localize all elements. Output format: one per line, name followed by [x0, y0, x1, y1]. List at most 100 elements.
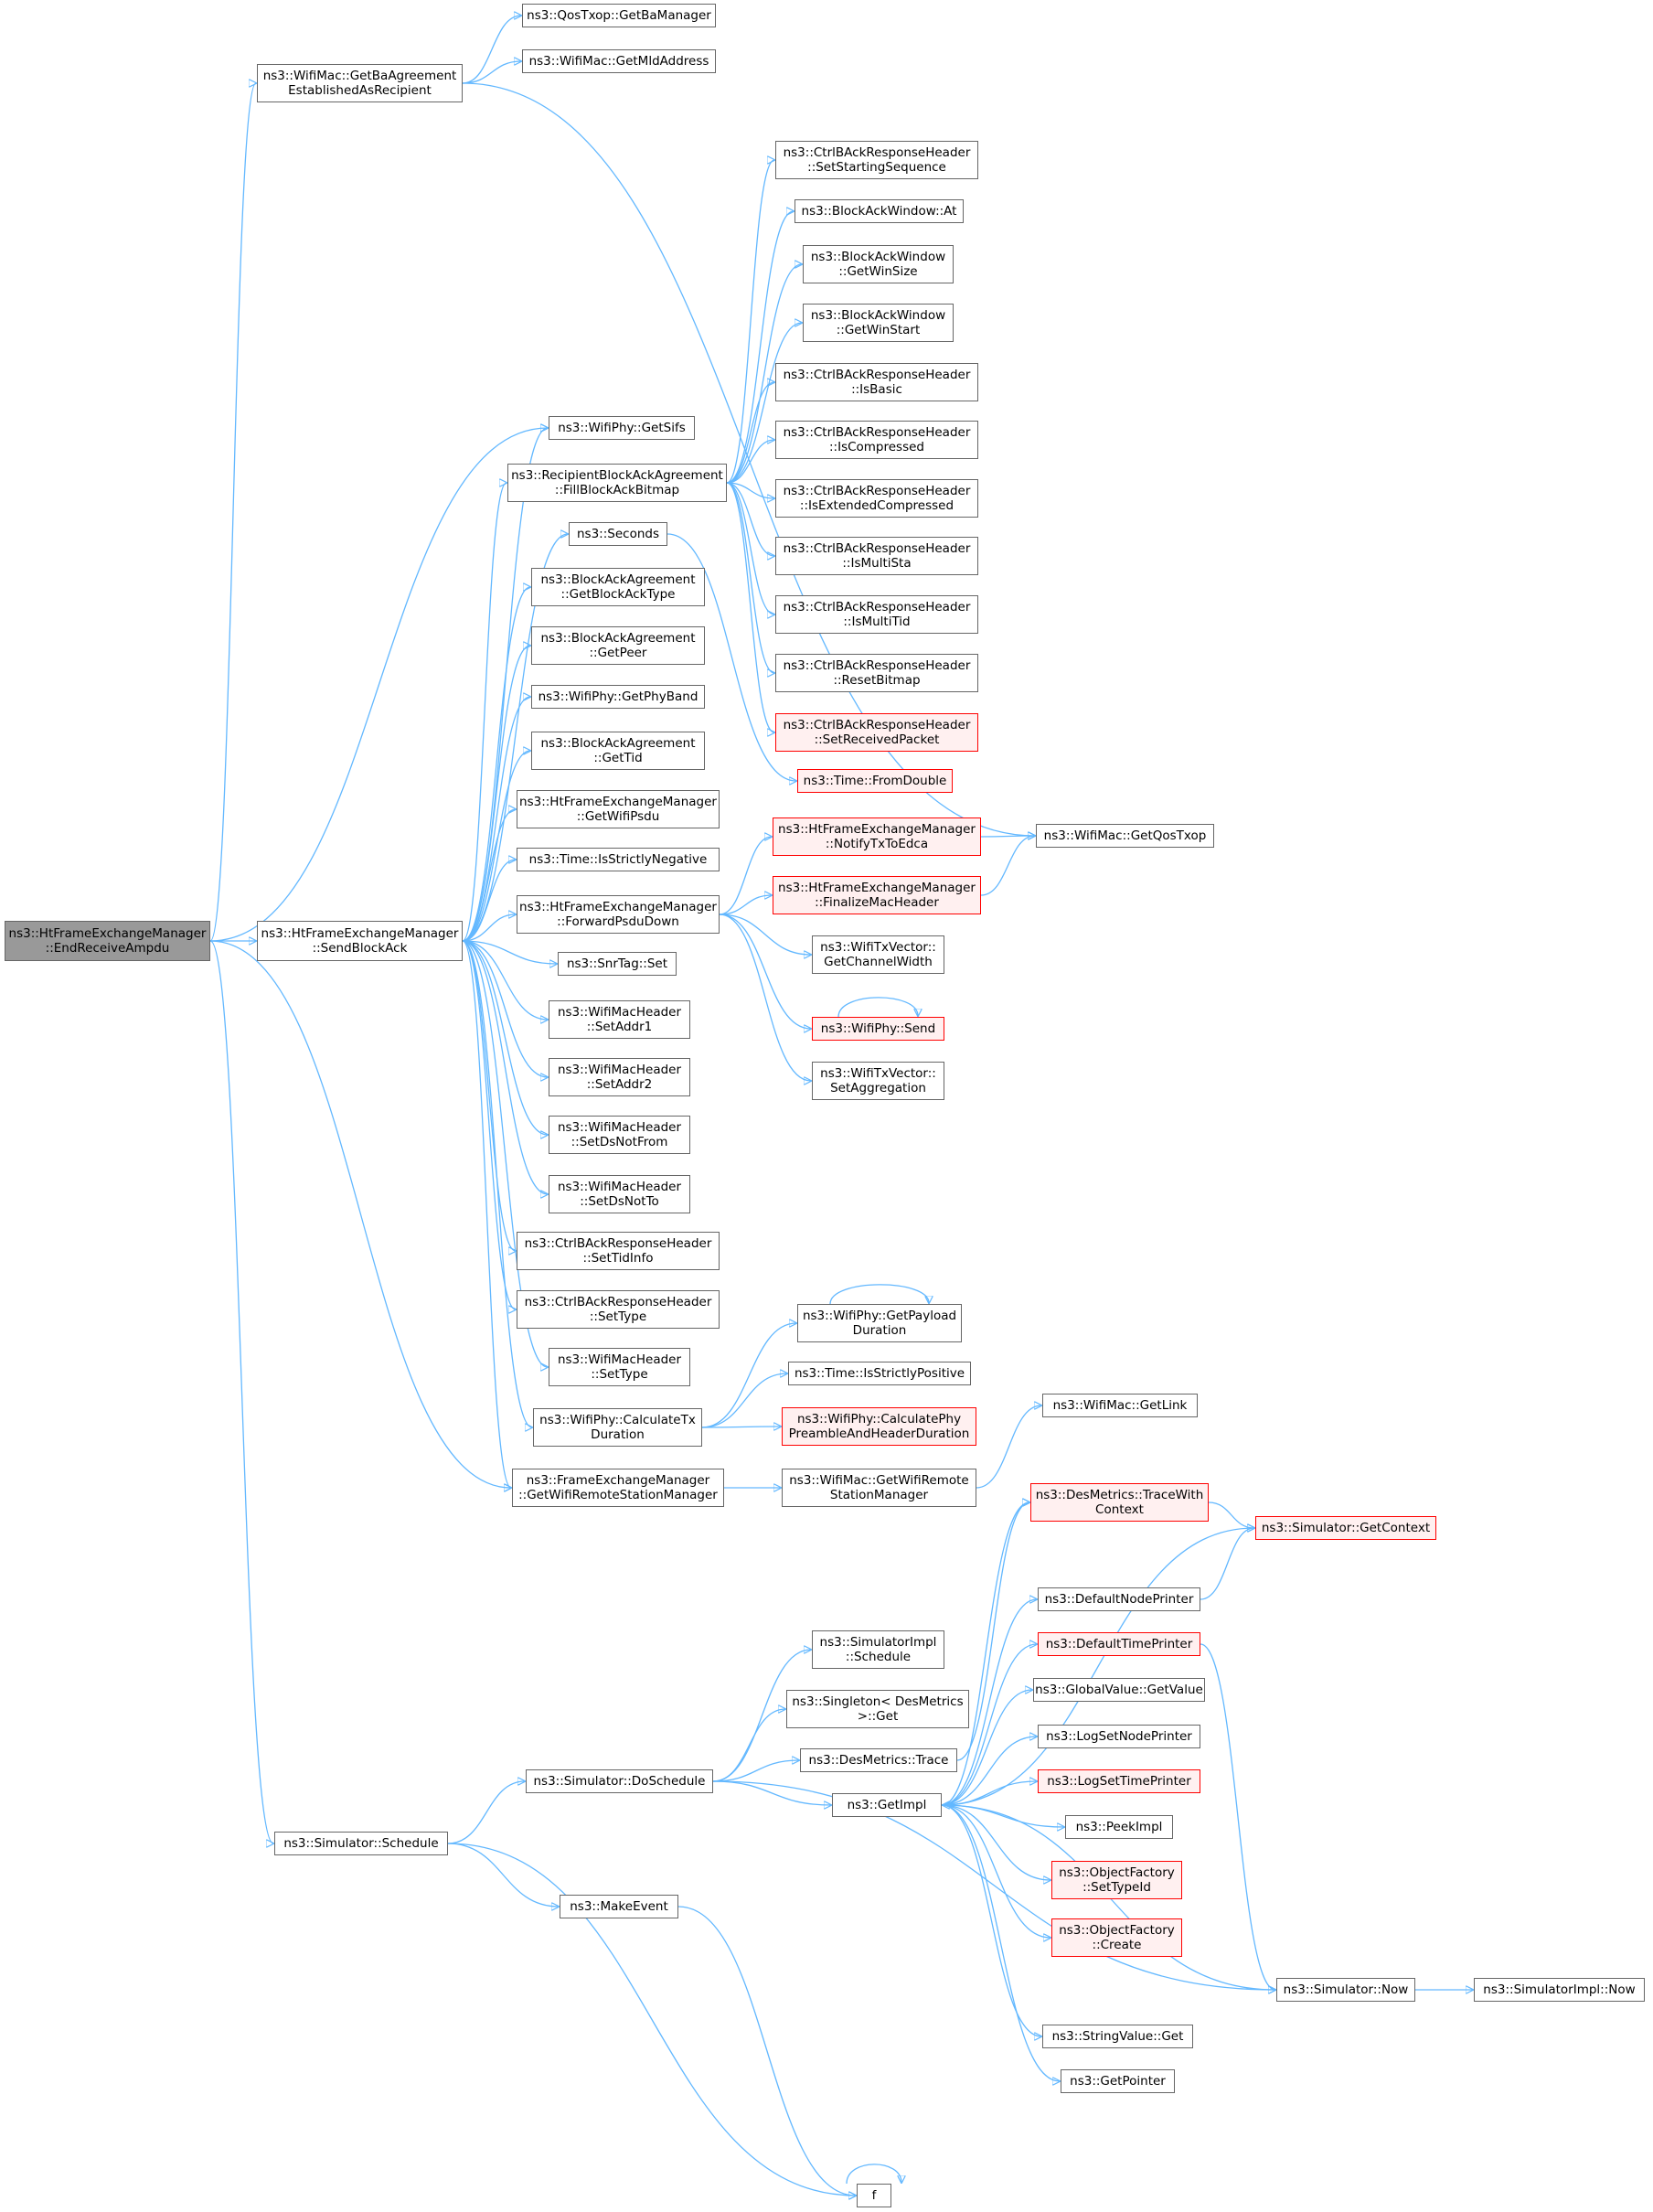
edge-root-getWrsm — [209, 940, 511, 1488]
node-get-link[interactable]: ns3::WifiMac::GetLink — [1042, 1394, 1198, 1417]
node-root[interactable]: ns3::HtFrameExchangeManager::EndReceiveA… — [5, 921, 210, 961]
node-fill-bitmap[interactable]: ns3::RecipientBlockAckAgreement::FillBlo… — [507, 464, 727, 502]
edge-sendBlockAck-getTid — [462, 751, 530, 942]
node-singleton-get[interactable]: ns3::Singleton< DesMetrics>::Get — [786, 1690, 969, 1728]
node-label-line: ns3::HtFrameExchangeManager — [261, 926, 459, 941]
node-of-set-type-id[interactable]: ns3::ObjectFactory::SetTypeId — [1051, 1861, 1182, 1899]
node-label-line: ::SetDsNotTo — [580, 1194, 659, 1209]
node-is-strictly-positive[interactable]: ns3::Time::IsStrictlyPositive — [788, 1362, 971, 1385]
edge-fillBitmap-setReceivedPacket — [726, 482, 774, 732]
node-is-multi-sta[interactable]: ns3::CtrlBAckResponseHeader::IsMultiSta — [775, 537, 978, 575]
node-is-ext-compressed[interactable]: ns3::CtrlBAckResponseHeader::IsExtendedC… — [775, 479, 978, 518]
node-snr-tag-set[interactable]: ns3::SnrTag::Set — [558, 952, 677, 976]
node-get-tid[interactable]: ns3::BlockAckAgreement::GetTid — [531, 732, 705, 770]
node-get-ba-manager[interactable]: ns3::QosTxop::GetBaManager — [522, 4, 716, 27]
node-reset-bitmap[interactable]: ns3::CtrlBAckResponseHeader::ResetBitmap — [775, 654, 978, 692]
node-sim-schedule[interactable]: ns3::Simulator::Schedule — [274, 1832, 448, 1855]
node-set-start-seq[interactable]: ns3::CtrlBAckResponseHeader::SetStarting… — [775, 141, 978, 179]
node-baw-win-start[interactable]: ns3::BlockAckWindow::GetWinStart — [803, 304, 954, 342]
node-of-create[interactable]: ns3::ObjectFactory::Create — [1051, 1918, 1182, 1957]
node-send-block-ack[interactable]: ns3::HtFrameExchangeManager::SendBlockAc… — [257, 921, 463, 961]
edge-defaultNodePrinter-getContext — [1200, 1528, 1254, 1600]
node-forward-psdu-down[interactable]: ns3::HtFrameExchangeManager::ForwardPsdu… — [517, 895, 720, 934]
edge-getImpl-getContext — [941, 1528, 1254, 1806]
edge-sendBlockAck-setTidInfo — [462, 940, 516, 1251]
node-baw-win-size[interactable]: ns3::BlockAckWindow::GetWinSize — [803, 245, 954, 283]
node-get-context[interactable]: ns3::Simulator::GetContext — [1255, 1516, 1436, 1540]
node-set-addr2[interactable]: ns3::WifiMacHeader::SetAddr2 — [549, 1058, 690, 1096]
node-sim-impl-schedule[interactable]: ns3::SimulatorImpl::Schedule — [812, 1630, 944, 1669]
node-default-node-printer[interactable]: ns3::DefaultNodePrinter — [1038, 1587, 1200, 1611]
edge-seconds-fromDouble — [667, 533, 796, 781]
node-label-line: ::SetAddr2 — [586, 1077, 653, 1092]
node-label-line: ns3::CtrlBAckResponseHeader — [783, 600, 971, 614]
edge-getImpl-traceWithContext — [941, 1502, 1029, 1806]
node-set-tid-info[interactable]: ns3::CtrlBAckResponseHeader::SetTidInfo — [517, 1232, 720, 1270]
node-get-pointer[interactable]: ns3::GetPointer — [1061, 2069, 1175, 2093]
edge-getImpl-getPointer — [941, 1804, 1060, 2081]
node-set-received-packet[interactable]: ns3::CtrlBAckResponseHeader::SetReceived… — [775, 713, 978, 752]
node-is-compressed[interactable]: ns3::CtrlBAckResponseHeader::IsCompresse… — [775, 421, 978, 459]
node-do-schedule[interactable]: ns3::Simulator::DoSchedule — [526, 1769, 713, 1793]
node-label-line: Duration — [852, 1323, 907, 1338]
node-is-multi-tid[interactable]: ns3::CtrlBAckResponseHeader::IsMultiTid — [775, 595, 978, 634]
node-seconds[interactable]: ns3::Seconds — [569, 522, 667, 546]
node-get-sifs[interactable]: ns3::WifiPhy::GetSifs — [549, 416, 695, 440]
node-label-line: ::SetType — [591, 1367, 648, 1382]
node-set-ds-not-from[interactable]: ns3::WifiMacHeader::SetDsNotFrom — [549, 1116, 690, 1154]
node-is-strictly-negative[interactable]: ns3::Time::IsStrictlyNegative — [517, 848, 720, 871]
node-is-basic[interactable]: ns3::CtrlBAckResponseHeader::IsBasic — [775, 363, 978, 401]
node-get-wifi-psdu[interactable]: ns3::HtFrameExchangeManager::GetWifiPsdu — [517, 790, 720, 828]
node-notify-tx-to-edca[interactable]: ns3::HtFrameExchangeManager::NotifyTxToE… — [773, 817, 981, 856]
node-sim-now[interactable]: ns3::Simulator::Now — [1276, 1978, 1415, 2002]
node-set-addr1[interactable]: ns3::WifiMacHeader::SetAddr1 — [549, 1000, 690, 1039]
node-from-double[interactable]: ns3::Time::FromDouble — [797, 769, 953, 793]
node-des-trace[interactable]: ns3::DesMetrics::Trace — [800, 1748, 957, 1772]
node-phy-send[interactable]: ns3::WifiPhy::Send — [812, 1017, 944, 1041]
node-label-line: ns3::WifiMac::GetWifiRemote — [789, 1473, 969, 1488]
node-log-set-node-printer[interactable]: ns3::LogSetNodePrinter — [1038, 1725, 1200, 1748]
node-label-line: ns3::WifiTxVector:: — [820, 1066, 936, 1081]
self-loop-getPayloadDuration — [829, 1284, 929, 1305]
node-set-aggregation[interactable]: ns3::WifiTxVector::SetAggregation — [812, 1062, 944, 1100]
node-label-line: SetAggregation — [830, 1081, 926, 1095]
node-get-mld-address[interactable]: ns3::WifiMac::GetMldAddress — [522, 49, 716, 73]
node-label-line: ns3::Simulator::GetContext — [1261, 1521, 1431, 1535]
node-set-type-ctrl[interactable]: ns3::CtrlBAckResponseHeader::SetType — [517, 1290, 720, 1329]
node-finalize-mac-header[interactable]: ns3::HtFrameExchangeManager::FinalizeMac… — [773, 876, 981, 914]
edge-root-simSchedule — [209, 940, 273, 1843]
node-set-ds-not-to[interactable]: ns3::WifiMacHeader::SetDsNotTo — [549, 1175, 690, 1213]
node-get-phy-band[interactable]: ns3::WifiPhy::GetPhyBand — [531, 685, 705, 709]
node-get-channel-width[interactable]: ns3::WifiTxVector::GetChannelWidth — [812, 935, 944, 974]
edge-fillBitmap-bawWinSize — [726, 264, 802, 484]
node-peek-impl[interactable]: ns3::PeekImpl — [1065, 1815, 1173, 1839]
node-global-value-get[interactable]: ns3::GlobalValue::GetValue — [1033, 1678, 1205, 1702]
node-string-value-get[interactable]: ns3::StringValue::Get — [1042, 2025, 1193, 2048]
node-sim-impl-now[interactable]: ns3::SimulatorImpl::Now — [1474, 1978, 1645, 2002]
edge-sendBlockAck-isStrictlyNegative — [462, 860, 516, 942]
node-get-qos-txop[interactable]: ns3::WifiMac::GetQosTxop — [1036, 824, 1214, 848]
node-label-line: Context — [1095, 1502, 1144, 1517]
node-default-time-printer[interactable]: ns3::DefaultTimePrinter — [1038, 1632, 1200, 1656]
node-label-line: ::FinalizeMacHeader — [815, 895, 939, 910]
node-get-impl[interactable]: ns3::GetImpl — [832, 1793, 942, 1817]
node-f[interactable]: f — [857, 2184, 891, 2207]
node-get-block-ack-type[interactable]: ns3::BlockAckAgreement::GetBlockAckType — [531, 568, 705, 606]
node-log-set-time-printer[interactable]: ns3::LogSetTimePrinter — [1038, 1769, 1200, 1793]
node-get-wrsm[interactable]: ns3::FrameExchangeManager::GetWifiRemote… — [512, 1469, 724, 1507]
node-get-peer[interactable]: ns3::BlockAckAgreement::GetPeer — [531, 626, 705, 665]
node-label-line: ns3::WifiMacHeader — [557, 1352, 682, 1367]
node-baw-at[interactable]: ns3::BlockAckWindow::At — [795, 199, 964, 223]
node-make-event[interactable]: ns3::MakeEvent — [560, 1895, 678, 1918]
edge-forwardPsduDown-phySend — [719, 914, 811, 1029]
node-label-line: ns3::Simulator::DoSchedule — [533, 1774, 706, 1789]
node-label-line: ns3::SimulatorImpl — [819, 1635, 937, 1650]
node-set-type-mac[interactable]: ns3::WifiMacHeader::SetType — [549, 1348, 690, 1386]
node-label-line: >::Get — [857, 1709, 899, 1724]
